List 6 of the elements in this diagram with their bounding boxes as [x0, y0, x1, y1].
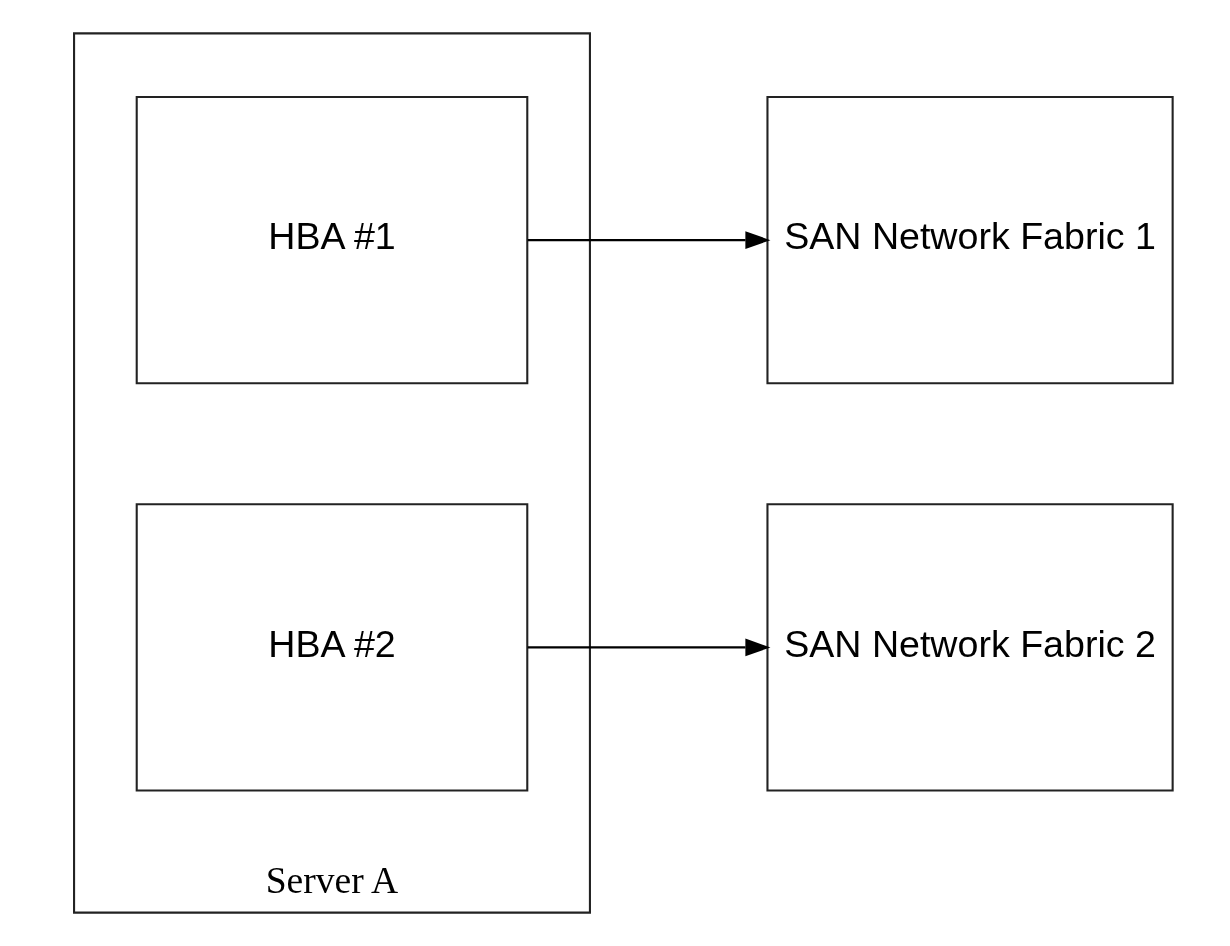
node-box: SAN Network Fabric 2 — [766, 503, 1174, 792]
node-box: HBA #2 — [135, 503, 529, 792]
node-box: HBA #1 — [135, 96, 529, 385]
node-box: SAN Network Fabric 1 — [766, 96, 1174, 385]
arrow — [527, 638, 771, 657]
arrow — [527, 231, 771, 249]
